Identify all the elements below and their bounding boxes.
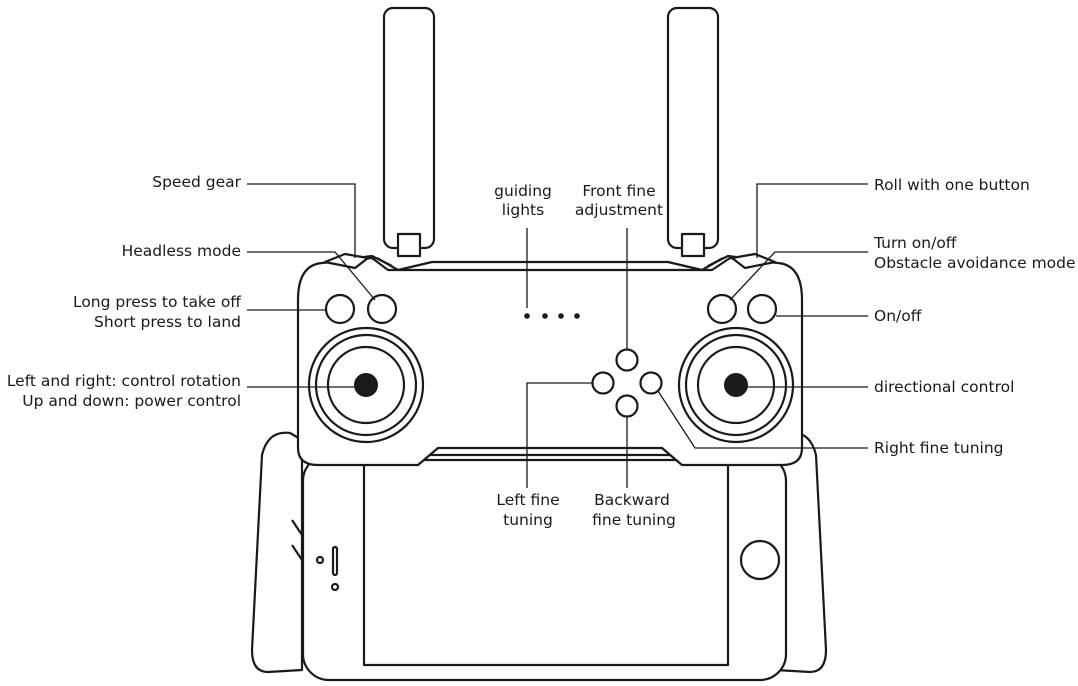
label-obstacle-line1: Turn on/off [873,234,957,252]
headless-mode-button [366,293,398,325]
label-speed-gear: Speed gear [152,173,241,191]
label-onoff: On/off [874,307,922,325]
left-joystick [307,326,425,444]
phone-device [301,453,788,682]
label-obstacle-line2: Obstacle avoidance mode [874,254,1076,272]
label-left-fine-line1: Left fine [496,491,559,509]
label-guiding-line1: guiding [494,182,552,200]
left-holder-clamp [250,431,304,674]
guiding-lights [524,313,580,319]
left-trim-button [591,371,615,395]
controller-body [296,254,804,467]
front-trim-button [615,348,639,372]
label-front-line2: adjustment [575,201,663,219]
power-button [746,293,778,325]
right-antenna [666,6,720,258]
label-guiding-line2: lights [502,201,544,219]
obstacle-avoidance-button [706,293,738,325]
right-joystick [677,326,795,444]
label-takeoff-line1: Long press to take off [73,293,241,311]
label-directional: directional control [874,378,1014,396]
label-front-line1: Front fine [582,182,655,200]
label-headless-mode: Headless mode [122,242,241,260]
roll-button [730,252,777,270]
label-left-fine-line2: tuning [503,511,553,529]
label-right-fine: Right fine tuning [874,439,1004,457]
takeoff-land-button [324,293,356,325]
label-takeoff-line2: Short press to land [94,313,241,331]
right-trim-button [639,371,663,395]
label-backward-line1: Backward [594,491,670,509]
backward-trim-button [615,394,639,418]
label-rotation-line2: Up and down: power control [22,392,241,410]
leader-lines [247,183,868,488]
label-roll: Roll with one button [874,176,1030,194]
label-backward-line2: fine tuning [592,511,676,529]
label-rotation-line1: Left and right: control rotation [7,372,241,390]
left-antenna [382,6,436,258]
